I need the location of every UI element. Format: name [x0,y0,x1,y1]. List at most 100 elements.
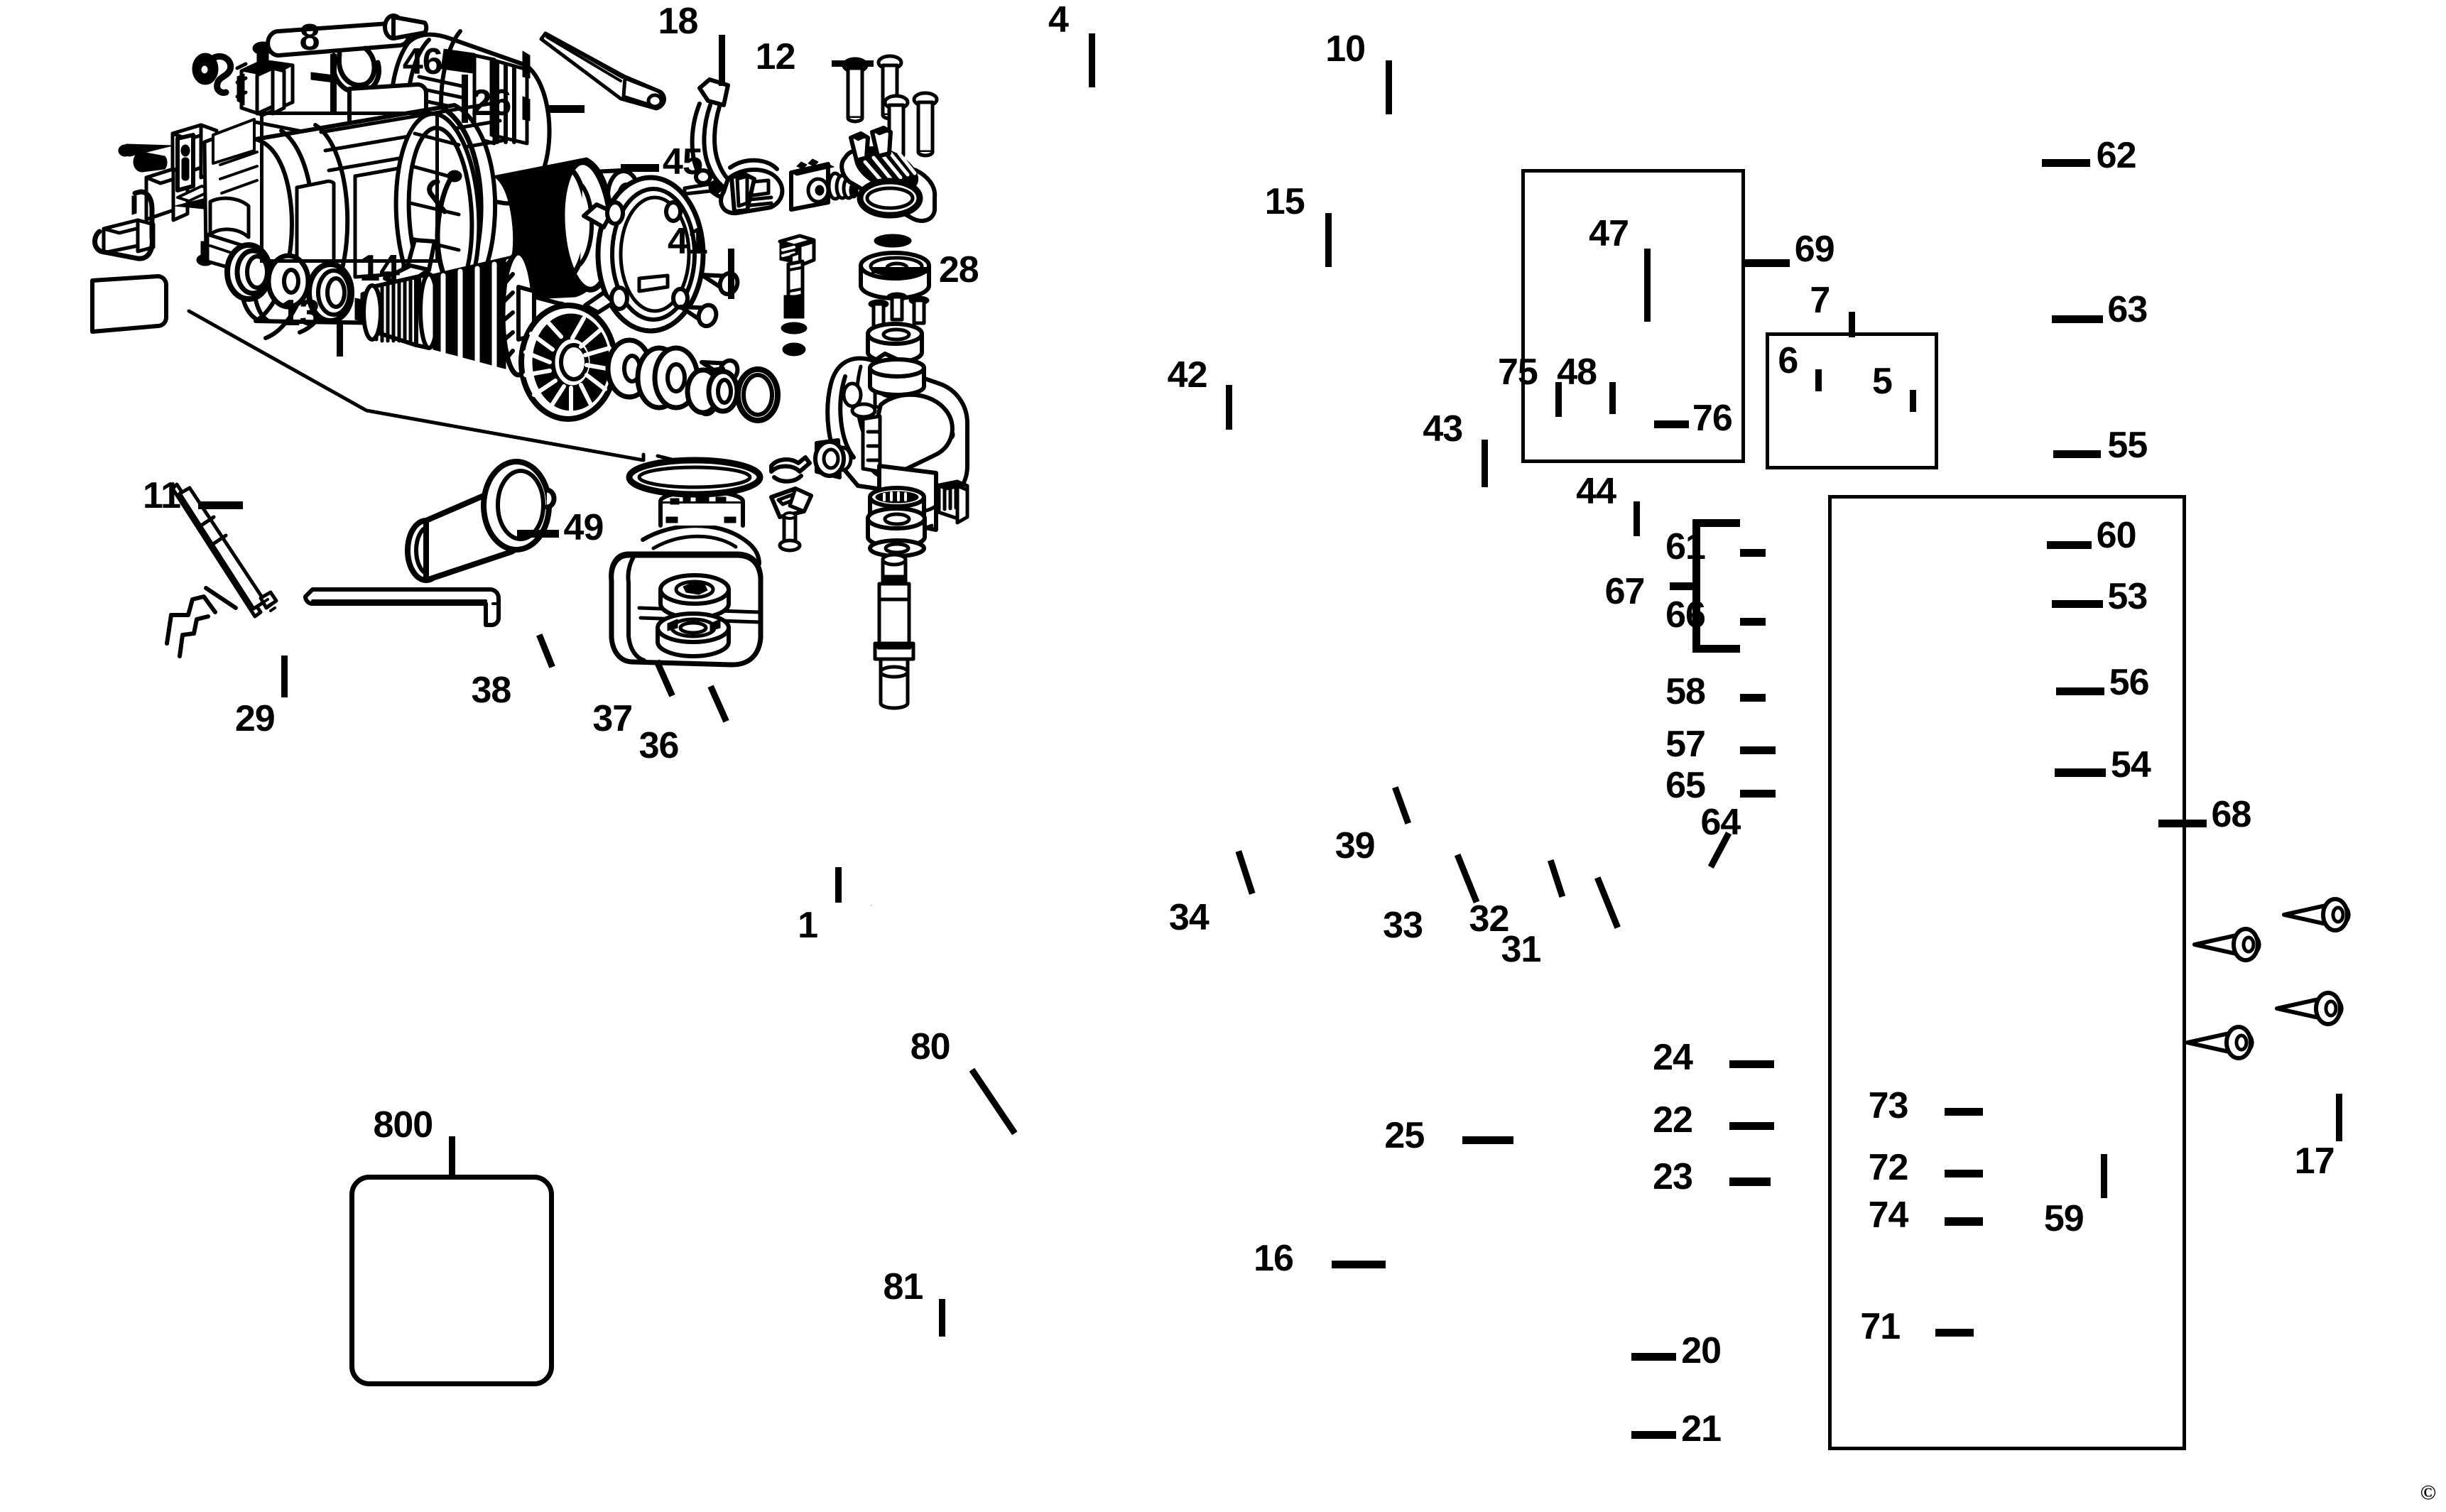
leader-62 [2042,159,2090,168]
leader-53 [2051,599,2103,609]
leader-15 [1325,213,1332,268]
switch-assembly-box [1521,168,1746,464]
leader-7 [1849,312,1856,338]
label-29-art [90,274,168,334]
callout-49: 49 [563,507,604,549]
leader-44 [1633,501,1640,537]
callout-17: 17 [2294,1141,2335,1182]
bearing-36-art [306,261,354,324]
callout-80: 80 [910,1026,951,1067]
washer-57-art [781,322,808,335]
screw-13-art [133,151,168,173]
callout-25: 25 [1384,1115,1425,1157]
cord-retainer-art [92,189,156,261]
shim-60-art [874,234,912,248]
callout-47: 47 [1589,212,1629,254]
leader-25 [1462,1136,1514,1145]
bushing-73-art [868,357,926,397]
brush-66-art [786,251,805,300]
cord-clamp-art [192,53,234,96]
o-ring-55-art [857,178,923,219]
power-cord-art [539,31,666,111]
leader-74 [1945,1217,1984,1226]
callout-72: 72 [1868,1147,1909,1189]
leader-20 [1631,1352,1677,1361]
hex-wrench-art [303,587,501,627]
leader-71 [1935,1329,1974,1337]
callout-39: 39 [1335,825,1376,867]
callout-63: 63 [2107,289,2148,331]
bearing-32-art [685,366,740,415]
callout-67: 67 [1604,570,1646,612]
callout-4: 4 [1048,0,1069,41]
callout-26: 26 [471,82,512,124]
leader-41 [728,248,735,300]
callout-44: 44 [1576,470,1616,512]
needle-bearing-59 [934,479,969,525]
gearcase-assembly-box [1828,494,2186,1450]
spring-58-art [783,295,805,319]
callout-71: 71 [1860,1306,1901,1348]
leader-49 [517,530,559,538]
bracket-67-stub [1670,582,1696,591]
washer-65-art [782,342,806,357]
callout-42: 42 [1167,354,1208,396]
callout-1: 1 [798,905,818,947]
leader-69 [1745,259,1790,268]
callout-76: 76 [1692,397,1733,439]
leader-72 [1945,1170,1984,1178]
callout-16: 16 [1254,1237,1294,1279]
brush-kit-box [260,111,440,263]
callout-24: 24 [1653,1037,1693,1079]
leader-63 [2051,315,2103,323]
leader-8 [330,54,337,112]
band-25 [626,457,763,498]
leader-22 [1729,1121,1774,1131]
leader-60 [2046,540,2092,550]
callout-73: 73 [1868,1084,1909,1126]
tool-kit-box [349,1174,555,1386]
leader-48 [1609,381,1616,414]
callout-33: 33 [1383,905,1423,947]
callout-11: 11 [143,475,181,517]
leader-28 [871,267,930,274]
callout-22: 22 [1653,1099,1693,1141]
callout-18: 18 [658,1,699,43]
callout-66: 66 [1665,594,1706,636]
leader-24 [1729,1060,1774,1068]
leader-47 [1644,248,1651,322]
callout-800: 800 [373,1104,433,1146]
pin-12-art [383,13,429,40]
callout-38: 38 [471,669,512,711]
callout-28: 28 [938,249,979,291]
callout-20: 20 [1681,1329,1722,1371]
callout-54: 54 [2110,744,2151,786]
leader-16 [1331,1260,1386,1269]
screw-23 [778,511,802,553]
callout-57: 57 [1665,723,1706,765]
callout-21: 21 [1681,1408,1722,1450]
o-ring-64-draw [735,366,781,423]
leader-65 [1740,789,1776,798]
control-module-art [789,158,859,212]
callout-37: 37 [592,698,633,740]
leader-46 [461,75,468,123]
bracket-67-bottom [1692,644,1741,653]
callout-5: 5 [1872,360,1893,402]
leader-13 [337,321,344,357]
leader-66 [1740,617,1766,626]
leader-73 [1945,1107,1984,1116]
leader-45 [621,163,660,173]
leader-12 [832,60,874,67]
callout-15: 15 [1264,180,1305,222]
callout-13: 13 [279,292,320,334]
leader-54 [2055,768,2107,777]
fan-baffle-art [518,303,631,422]
leader-23 [1729,1177,1771,1186]
callout-14: 14 [359,247,400,289]
callout-8: 8 [299,16,320,58]
bearing-53-art [859,251,931,300]
clamp-lever-24 [769,455,812,484]
leader-5 [1909,390,1916,413]
